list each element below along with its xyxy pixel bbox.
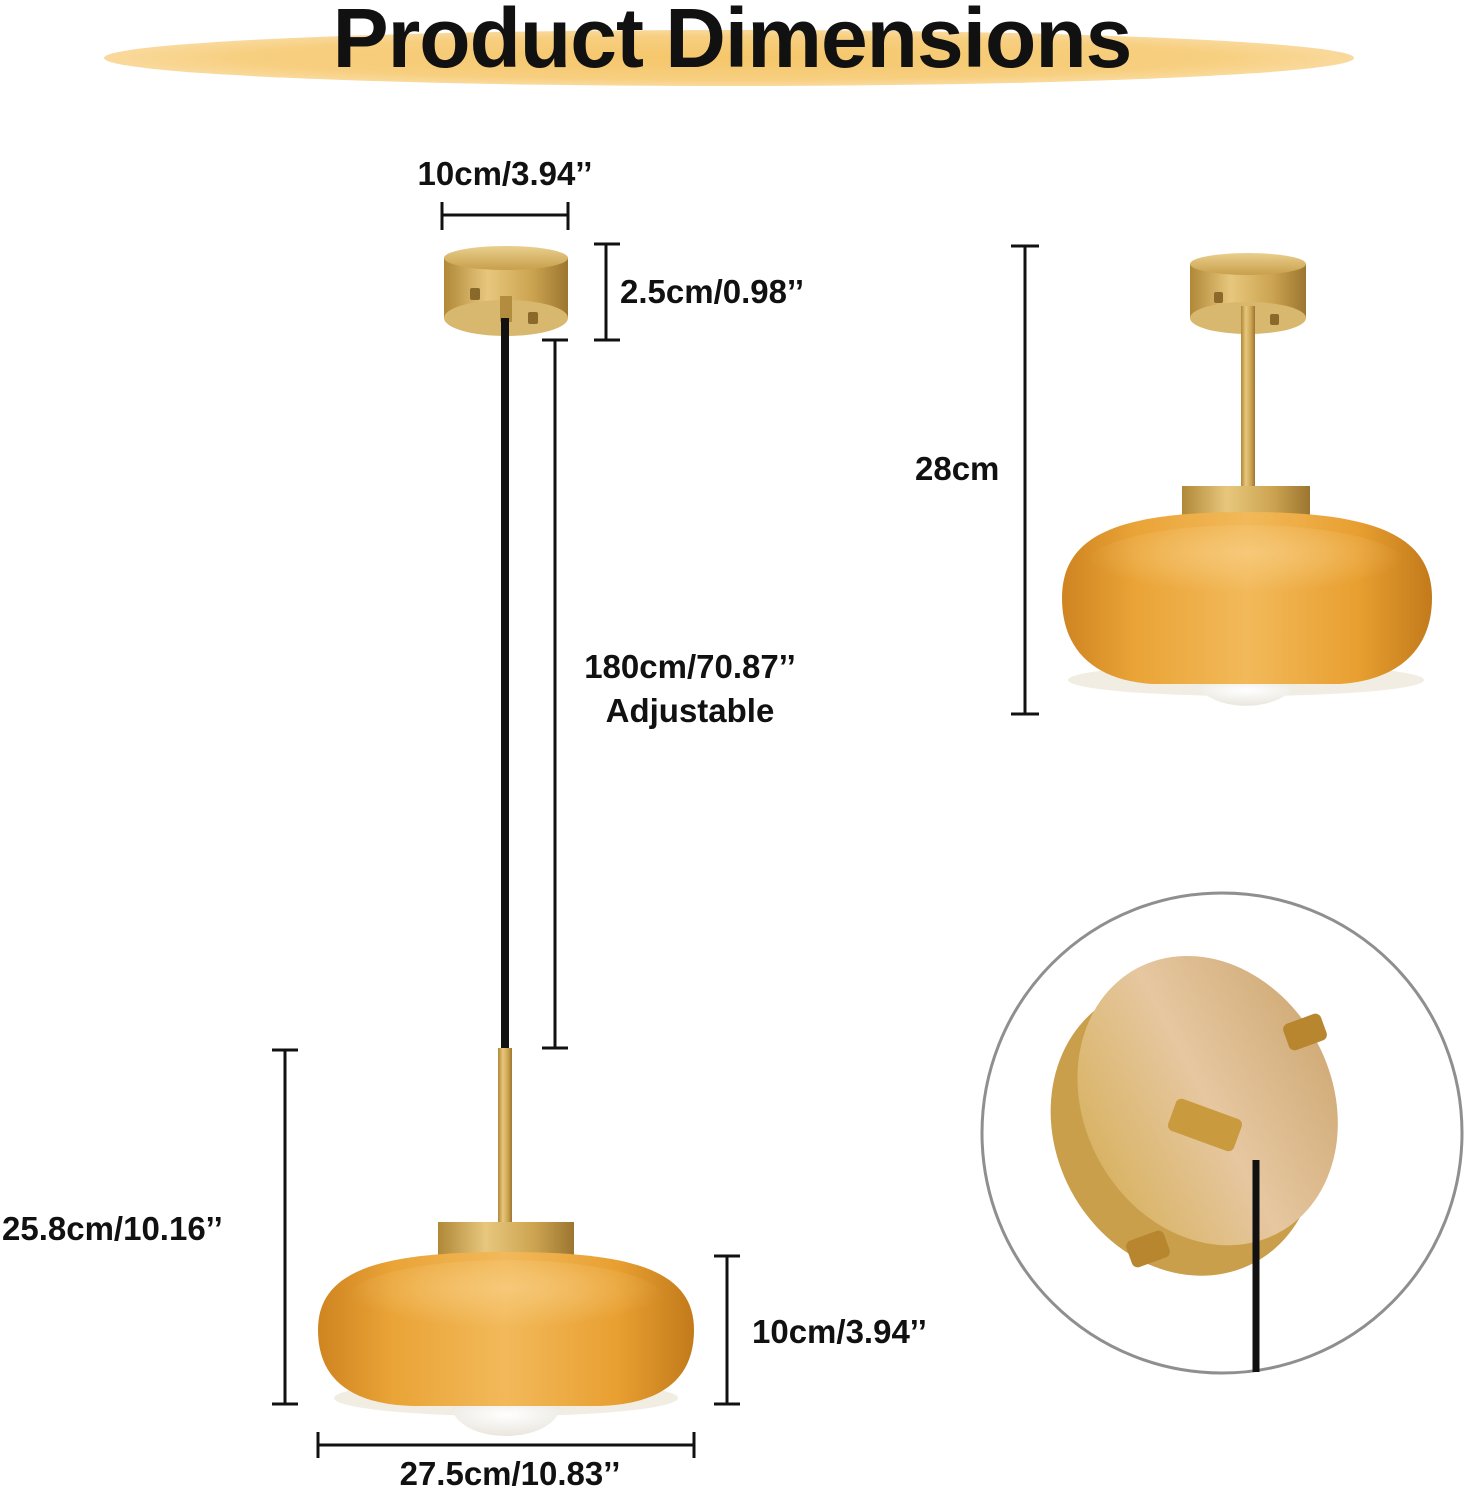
shade-height-dimension-line <box>714 1254 740 1406</box>
shade-cap <box>438 1222 574 1256</box>
semi-flush-height-label: 28cm <box>915 450 1000 487</box>
shade-width-label: 27.5cm/10.83’’ <box>399 1455 621 1492</box>
canopy <box>444 246 568 336</box>
canopy-width-dimension-line <box>440 202 570 230</box>
pendant-shade <box>318 1252 694 1436</box>
title-highlight-band <box>104 30 1354 86</box>
power-cord <box>501 318 509 1048</box>
cord-length-dimension-line <box>542 338 568 1050</box>
shade-height-label: 10cm/3.94’’ <box>752 1313 927 1350</box>
cord-adjustable-label: Adjustable <box>605 692 775 729</box>
canopy-detail-zoom <box>980 891 1464 1375</box>
cord-length-label: 180cm/70.87’’ <box>584 648 796 685</box>
brass-rod <box>498 1048 512 1228</box>
canopy-width-label: 10cm/3.94’’ <box>417 155 593 192</box>
semi-flush-height-dimension-line <box>1011 244 1039 716</box>
canopy-height-dimension-line <box>594 242 620 342</box>
fixture-height-dimension-line <box>272 1048 298 1406</box>
page-title: Product Dimensions <box>332 0 1133 85</box>
semi-flush-fixture <box>1062 253 1432 706</box>
canopy-height-label: 2.5cm/0.98’’ <box>620 273 805 310</box>
fixture-height-label: 25.8cm/10.16’’ <box>2 1210 223 1247</box>
pendant-fixture <box>318 246 694 1436</box>
shade-width-dimension-line <box>316 1432 696 1458</box>
